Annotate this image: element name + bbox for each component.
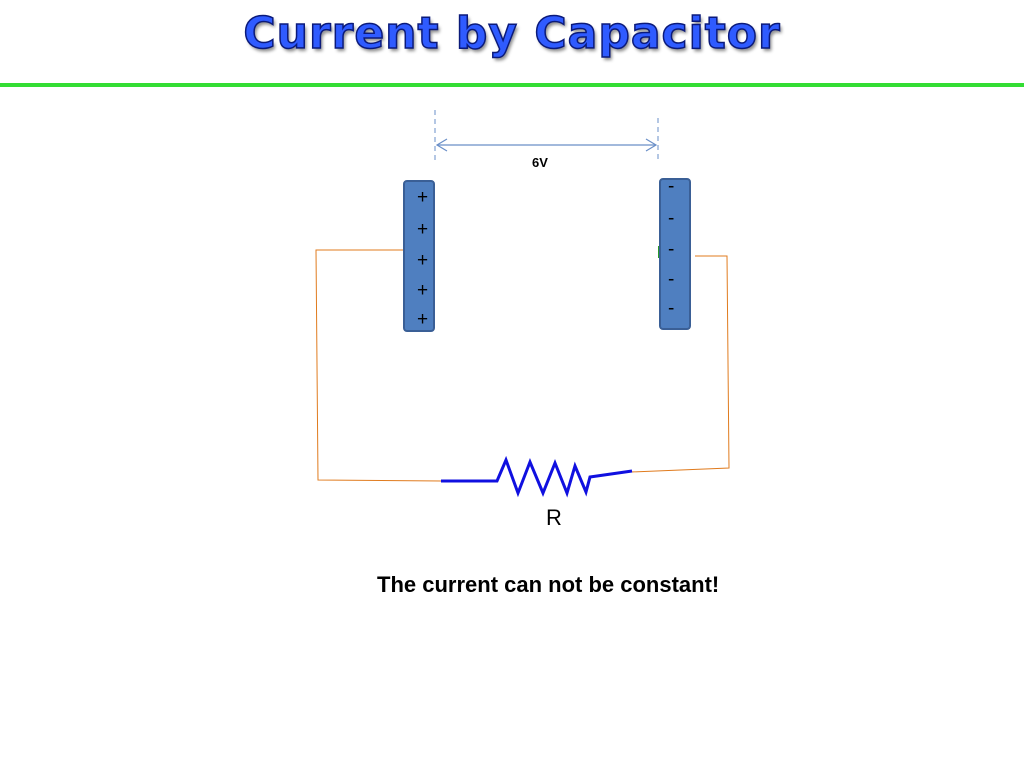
negative-charge-sign: -	[668, 208, 675, 229]
negative-charge-sign: -	[668, 176, 675, 197]
resistor-symbol	[441, 455, 633, 498]
positive-charge-sign: +	[417, 187, 429, 208]
negative-charge-sign: -	[668, 239, 675, 260]
resistor-label: R	[546, 505, 562, 530]
wire-right	[630, 255, 730, 473]
negative-charge-sign: -	[668, 298, 675, 319]
title-divider	[0, 83, 1024, 87]
wire-left	[315, 249, 443, 482]
slide-title: Current by Capacitor	[243, 7, 781, 60]
capacitor-plate-positive	[403, 180, 435, 332]
caption-text: The current can not be constant!	[377, 572, 720, 597]
positive-charge-sign: +	[417, 219, 429, 240]
voltage-label: 6V	[532, 155, 548, 170]
positive-charge-sign: +	[417, 250, 429, 271]
positive-charge-sign: +	[417, 309, 429, 330]
dimension-arrow	[435, 138, 658, 152]
negative-charge-sign: -	[668, 269, 675, 290]
positive-charge-sign: +	[417, 280, 429, 301]
capacitor-plate-negative	[659, 178, 691, 330]
